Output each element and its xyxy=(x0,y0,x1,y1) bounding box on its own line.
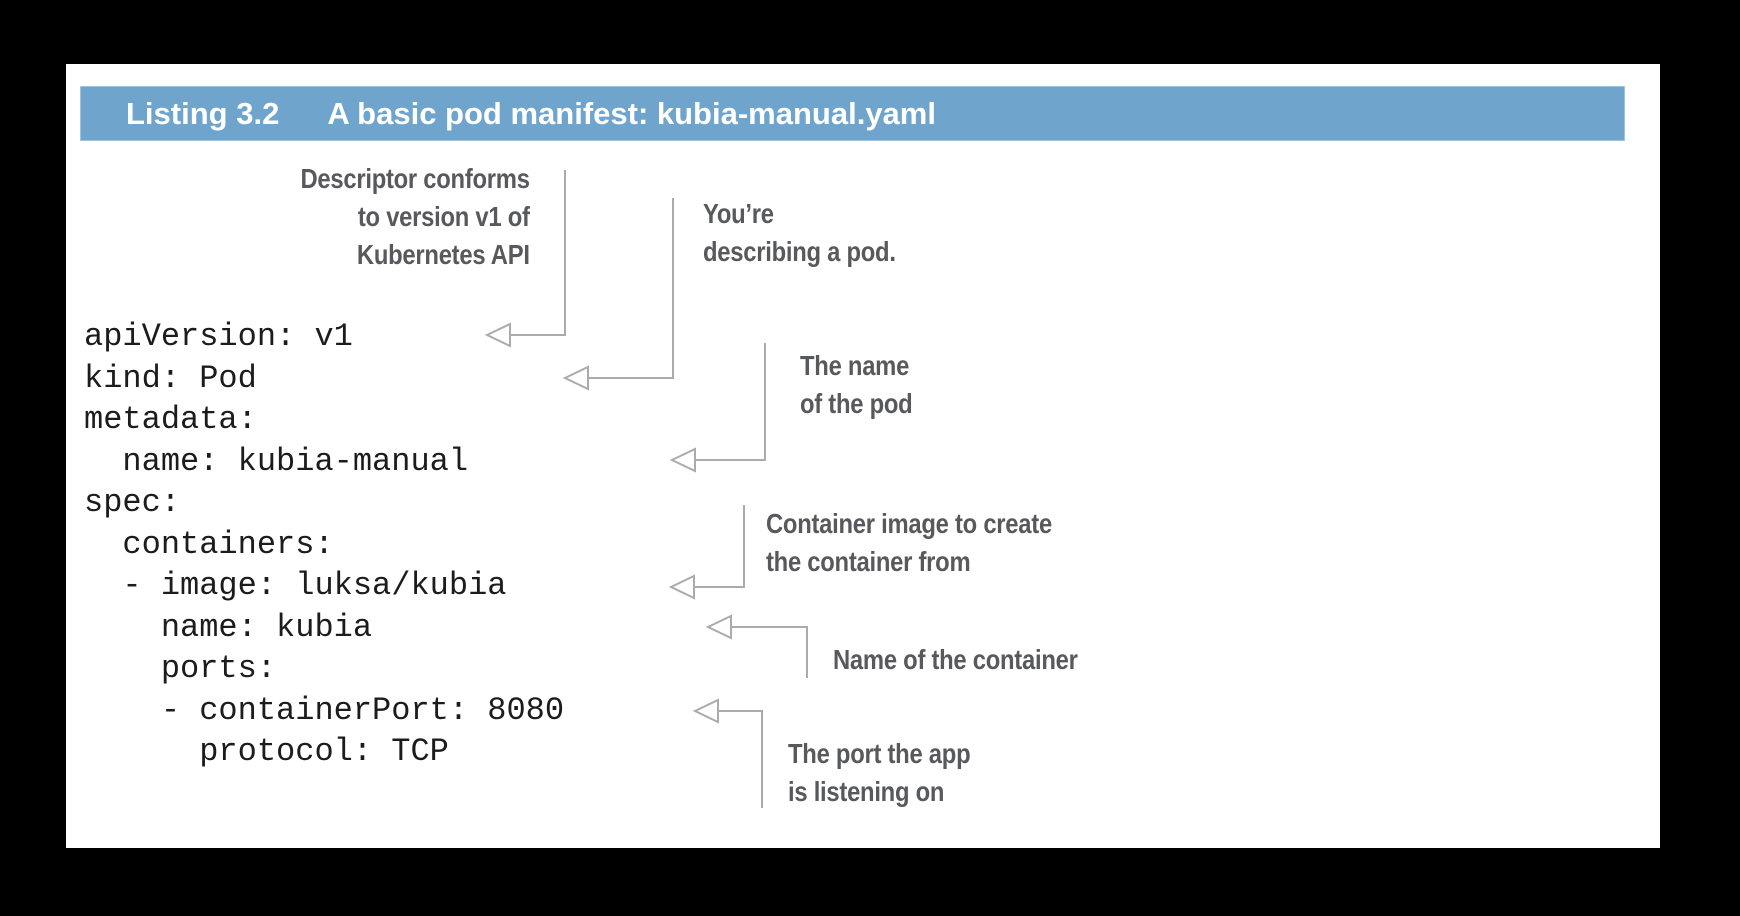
left-arrowhead-icon xyxy=(668,574,695,600)
arrow-to-container-name xyxy=(705,614,808,678)
annotation-pod-name: The name of the pod xyxy=(800,350,913,419)
left-arrowhead-icon xyxy=(705,614,732,640)
annotation-container-image: Container image to create the container … xyxy=(766,508,1052,577)
book-figure-panel: Listing 3.2 A basic pod manifest: kubia-… xyxy=(66,64,1660,848)
arrow-to-kind xyxy=(562,198,674,391)
left-arrowhead-icon xyxy=(692,698,719,724)
annotation-container-port: The port the app is listening on xyxy=(788,738,971,807)
annotation-kind: You’re describing a pod. xyxy=(703,198,896,267)
arrow-to-pod-name xyxy=(669,343,766,473)
listing-label: Listing 3.2 xyxy=(126,95,280,131)
listing-header-bar: Listing 3.2 A basic pod manifest: kubia-… xyxy=(80,86,1625,141)
left-arrowhead-icon xyxy=(562,365,589,391)
arrow-to-container-port xyxy=(692,698,763,808)
left-arrowhead-icon xyxy=(669,447,696,473)
annotation-apiversion: Descriptor conforms to version v1 of Kub… xyxy=(300,163,531,270)
annotation-container-name: Name of the container xyxy=(833,644,1078,675)
arrow-to-container-image xyxy=(668,505,745,600)
yaml-code-listing: apiVersion: v1 kind: Pod metadata: name:… xyxy=(84,318,565,770)
listing-title: A basic pod manifest: kubia-manual.yaml xyxy=(327,95,936,131)
